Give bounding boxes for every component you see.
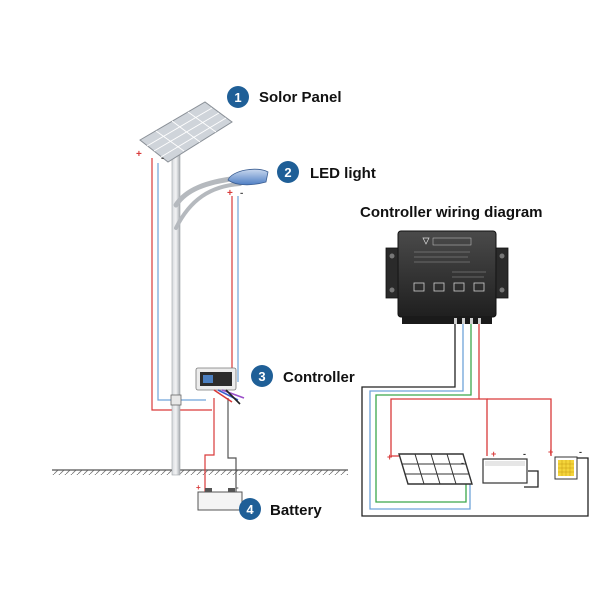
label-text: LED light xyxy=(310,165,376,182)
plus-sign: + xyxy=(548,447,553,457)
battery-wires xyxy=(204,398,237,492)
wiring-battery xyxy=(482,458,528,484)
wiring-led-module xyxy=(554,456,578,480)
plus-sign: + xyxy=(387,452,392,462)
minus-sign: - xyxy=(579,447,582,457)
label-controller: 3 Controller xyxy=(251,365,355,387)
minus-sign: - xyxy=(523,449,526,459)
wiring-diagram-title: Controller wiring diagram xyxy=(360,204,543,221)
number-badge xyxy=(227,86,249,108)
wiring-solar-panel xyxy=(398,453,473,485)
minus-sign: - xyxy=(161,153,164,164)
minus-sign: - xyxy=(236,483,239,492)
number-badge xyxy=(277,161,299,183)
label-text: Battery xyxy=(270,502,322,519)
controller-box xyxy=(385,230,509,324)
svg-text:3: 3 xyxy=(258,369,265,384)
label-led-light: 2 LED light xyxy=(277,161,376,183)
controller-small xyxy=(195,367,245,405)
solar-panel-wires xyxy=(151,158,212,411)
plus-sign: + xyxy=(227,188,233,199)
polarity-marks-left: + - + - + - xyxy=(136,149,243,492)
battery-small xyxy=(197,488,243,511)
label-battery: 4 Battery xyxy=(239,498,322,520)
solar-panel xyxy=(139,101,233,163)
number-badge xyxy=(251,365,273,387)
polarity-marks-right: + - + - + - xyxy=(387,447,582,468)
minus-sign: - xyxy=(240,188,243,199)
led-lamp-head xyxy=(227,168,269,186)
led-light-wires xyxy=(231,196,239,382)
minus-sign: - xyxy=(461,458,464,468)
label-text: Solor Panel xyxy=(259,89,342,106)
plus-sign: + xyxy=(491,449,496,459)
ground xyxy=(52,469,348,475)
number-badge xyxy=(239,498,261,520)
label-solar-panel: 1 Solor Panel xyxy=(227,86,342,108)
label-text: Controller xyxy=(283,369,355,386)
controller-wires xyxy=(361,324,589,517)
plus-sign: + xyxy=(196,483,201,492)
svg-text:1: 1 xyxy=(234,90,241,105)
plus-sign: + xyxy=(136,149,142,160)
svg-text:2: 2 xyxy=(284,165,291,180)
svg-text:4: 4 xyxy=(246,502,254,517)
